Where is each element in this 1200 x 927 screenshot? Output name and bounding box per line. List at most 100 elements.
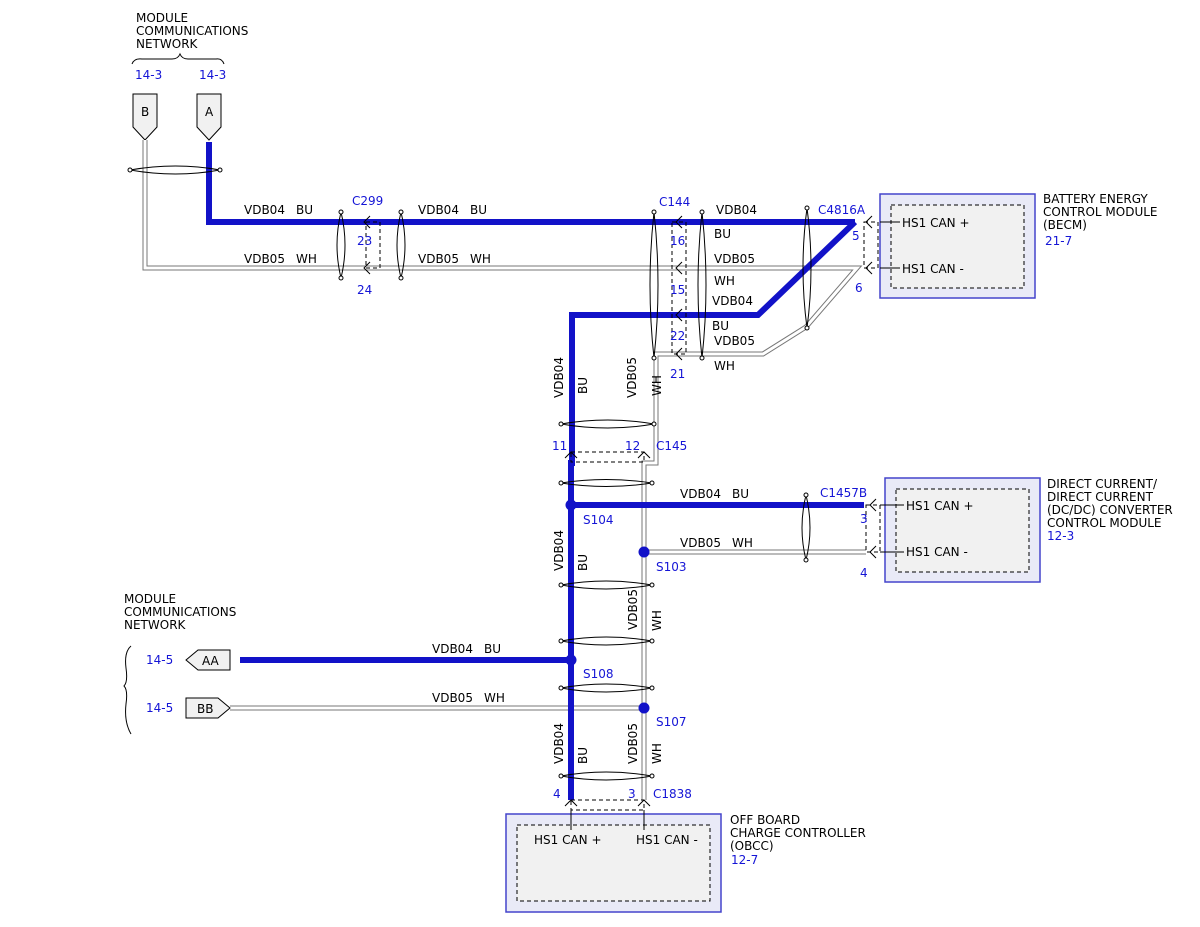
c144-pin-21: 21 [670,367,685,381]
network-top-label-line-2: COMMUNICATIONS [136,24,248,38]
wire-label-bu: BU [714,227,731,241]
c1457b-label: C1457B [820,486,867,500]
wire-label-vdb05: VDB05 [680,536,721,550]
wire-label-bu: BU [484,642,501,656]
c299-arrow-icon [363,215,371,275]
vwire-label-bu: BU [576,377,590,394]
network-top-ref-a[interactable]: 14-3 [199,68,226,82]
connector-c1457b[interactable]: C1457B 3 4 [820,486,881,580]
splice-s108[interactable] [565,654,577,666]
c145-pin-12: 12 [625,439,640,453]
network-top-brace [131,52,225,65]
network-bottom-ref-bb[interactable]: 14-5 [146,701,173,715]
dcdc-pin-can-plus: HS1 CAN + [906,499,974,513]
connector-bb-label: BB [197,702,213,716]
wire-label-vdb04: VDB04 [418,203,459,217]
connector-c144[interactable]: C144 16 15 22 21 [659,195,690,381]
connector-bb-icon [185,697,231,719]
c145-pin-11: 11 [552,439,567,453]
c144-pin-15: 15 [670,283,685,297]
wire-label-bu: BU [470,203,487,217]
wire-label-wh: WH [470,252,491,266]
splice-s107[interactable] [638,702,650,714]
vwire-label-vdb05: VDB05 [626,723,640,764]
wire-label-vdb05: VDB05 [244,252,285,266]
network-top-label-line-3: NETWORK [136,37,199,51]
wire-label-wh: WH [732,536,753,550]
splice-s104[interactable] [565,499,577,511]
vwire-label-bu: BU [576,747,590,764]
wire-label-vdb04: VDB04 [244,203,285,217]
dcdc-pin-can-minus: HS1 CAN - [906,545,968,559]
network-top: MODULE COMMUNICATIONS NETWORK 14-3 14-3 … [131,11,248,141]
vertical-wire-labels: VDB04 BU VDB05 WH VDB04 BU VDB05 WH VDB0… [552,357,664,764]
wire-label-vdb04: VDB04 [716,203,757,217]
splice-s107-label: S107 [656,715,687,729]
connector-b-label: B [141,105,149,119]
wire-labels: VDB04 BU VDB05 WH VDB04 BU VDB05 WH VDB0… [244,203,757,705]
module-becm[interactable]: HS1 CAN + HS1 CAN - BATTERY ENERGY CONTR… [879,192,1158,299]
wire-label-vdb04: VDB04 [680,487,721,501]
network-bottom-label-line-3: NETWORK [124,618,187,632]
wire-label-vdb04: VDB04 [712,294,753,308]
wh-wires [142,140,866,800]
connector-aa-icon [185,649,231,671]
wire-label-wh: WH [714,359,735,373]
vwire-label-vdb05: VDB05 [625,357,639,398]
obcc-name-line-3: (OBCC) [730,839,774,853]
vwire-label-vdb05: VDB05 [626,589,640,630]
connector-a-label: A [205,105,214,119]
dcdc-name-line-3: (DC/DC) CONVERTER [1047,503,1173,517]
wire-label-bu: BU [296,203,313,217]
c144-pin-16: 16 [670,234,685,248]
wire-label-bu: BU [712,319,729,333]
c144-arrow-icon [675,215,683,361]
obcc-pin-can-minus: HS1 CAN - [636,833,698,847]
module-obcc[interactable]: HS1 CAN + HS1 CAN - OFF BOARD CHARGE CON… [505,810,866,913]
obcc-ref[interactable]: 12-7 [731,853,758,867]
c1838-pin-3: 3 [628,787,636,801]
network-top-ref-b[interactable]: 14-3 [135,68,162,82]
dcdc-ref[interactable]: 12-3 [1047,529,1074,543]
becm-name-line-2: CONTROL MODULE [1043,205,1158,219]
wire-vdb04-trunk[interactable] [568,219,858,800]
connector-b-icon [132,93,158,141]
wire-label-vdb05: VDB05 [432,691,473,705]
network-bottom-ref-aa[interactable]: 14-5 [146,653,173,667]
wire-label-vdb05: VDB05 [714,334,755,348]
obcc-name-line-1: OFF BOARD [730,813,800,827]
wire-label-vdb05: VDB05 [714,252,755,266]
module-dcdc[interactable]: HS1 CAN + HS1 CAN - DIRECT CURRENT/ DIRE… [880,477,1173,583]
c299-label: C299 [352,194,383,208]
c144-label: C144 [659,195,690,209]
c1838-arrow-icon [564,799,651,807]
splices: S104 S103 S108 S107 [565,499,687,729]
wire-label-wh: WH [484,691,505,705]
becm-ref[interactable]: 21-7 [1045,234,1072,248]
dcdc-name-line-4: CONTROL MODULE [1047,516,1162,530]
wire-label-vdb05: VDB05 [418,252,459,266]
c4816a-pin-6: 6 [855,281,863,295]
connector-c145[interactable]: 11 12 C145 [552,439,687,463]
c1457b-pin-4: 4 [860,566,868,580]
wire-label-wh: WH [296,252,317,266]
becm-name-line-3: (BECM) [1043,218,1087,232]
wire-label-bu: BU [732,487,749,501]
c145-label: C145 [656,439,687,453]
dcdc-name-line-1: DIRECT CURRENT/ [1047,477,1158,491]
dcdc-name-line-2: DIRECT CURRENT [1047,490,1154,504]
connector-c4816a[interactable]: C4816A 5 6 [818,203,879,295]
vwire-label-vdb04: VDB04 [552,723,566,764]
vwire-label-wh: WH [650,610,664,631]
connector-c1838[interactable]: 4 3 C1838 [553,787,692,811]
splice-s104-label: S104 [583,513,614,527]
bu-wires [206,142,864,800]
becm-pin-can-minus: HS1 CAN - [902,262,964,276]
vwire-label-bu: BU [576,554,590,571]
splice-s103[interactable] [638,546,650,558]
c1457b-arrow-icon [869,498,877,559]
vwire-label-wh: WH [650,375,664,396]
connector-c299[interactable]: C299 23 24 [352,194,383,297]
connector-aa-label: AA [202,654,220,668]
